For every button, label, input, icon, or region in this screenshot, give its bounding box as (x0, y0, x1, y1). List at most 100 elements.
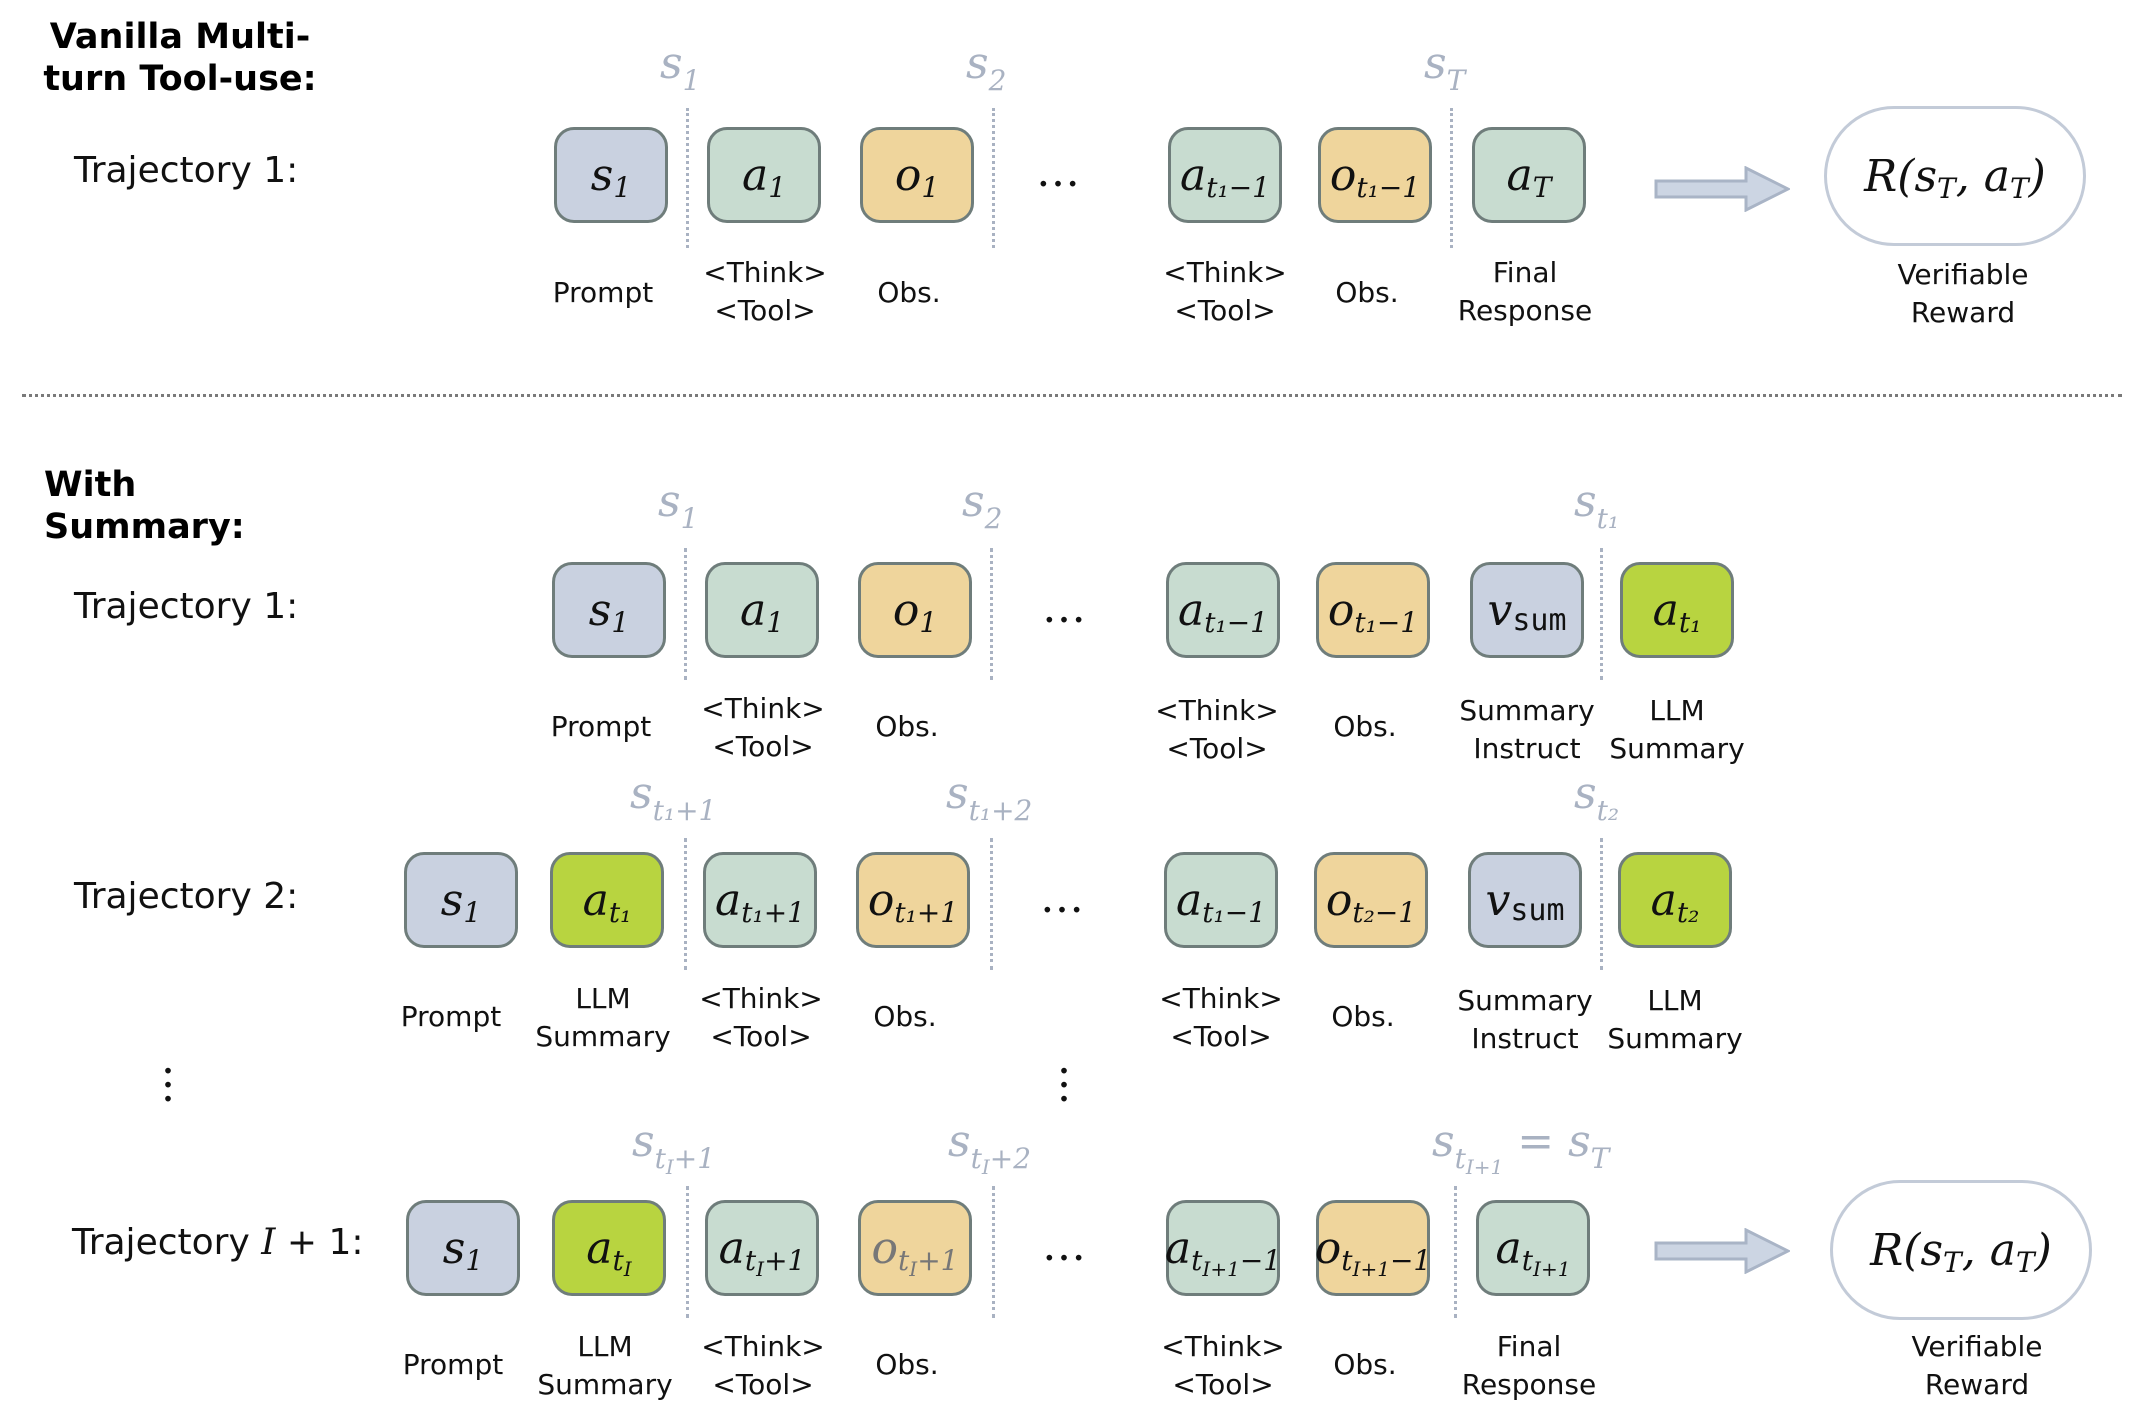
summary-trajectory-1-label: Trajectory 1: (74, 586, 299, 627)
state-label-s1: s1 (660, 38, 701, 97)
state-boundary (990, 548, 993, 680)
arrow-right-icon (1654, 166, 1790, 212)
ellipsis: … (1042, 582, 1092, 633)
caption-think-tool: <Think><Tool> (1155, 694, 1279, 765)
state-boundary-T (1450, 108, 1453, 248)
vertical-ellipsis-left: ... (161, 1033, 175, 1112)
caption-prompt: Prompt (400, 1000, 502, 1033)
caption-think-tool: <Think><Tool> (701, 692, 825, 763)
caption-obs: Obs. (875, 1348, 939, 1381)
state-boundary (1600, 838, 1603, 970)
caption-obs: Obs. (875, 710, 939, 743)
state-label-s2: s2 (962, 476, 1003, 535)
arrow-right-icon (1654, 1228, 1790, 1274)
summary-trajectory-I-plus-1-label: Trajectory I + 1: (72, 1222, 364, 1263)
caption-think-tool: <Think><Tool> (1161, 1330, 1285, 1401)
ellipsis: … (1042, 1220, 1092, 1271)
summary-section-title: With Summary: (44, 465, 245, 547)
section-divider (22, 394, 2122, 397)
caption-think-tool: <Think><Tool> (1159, 982, 1283, 1053)
state-label-s1: s1 (658, 476, 699, 535)
caption-obs: Obs. (873, 1000, 937, 1033)
summary-trajectory-2-label: Trajectory 2: (74, 876, 299, 917)
caption-prompt: Prompt (402, 1348, 504, 1381)
state-boundary (684, 838, 687, 970)
vertical-ellipsis-middle: ... (1057, 1033, 1071, 1112)
state-boundary-2 (992, 108, 995, 248)
caption-prompt: Prompt (552, 276, 654, 309)
caption-obs: Obs. (1335, 276, 1399, 309)
ellipsis: … (1036, 146, 1086, 197)
caption-prompt: Prompt (550, 710, 652, 743)
caption-obs: Obs. (1333, 710, 1397, 743)
ellipsis: … (1040, 872, 1090, 923)
state-label-s-t1-plus-2: st₁+2 (946, 768, 1033, 827)
state-label-s-tI1-equals-sT: stI+1 = sT (1432, 1116, 1610, 1179)
caption-think-tool: <Think><Tool> (703, 256, 827, 327)
caption-obs: Obs. (1331, 1000, 1395, 1033)
state-label-s-tI-plus-1: stI+1 (632, 1116, 716, 1179)
state-label-s-t1: st₁ (1574, 476, 1620, 535)
state-label-s-tI-plus-2: stI+2 (948, 1116, 1032, 1179)
state-label-sT: sT (1424, 38, 1466, 97)
caption-think-tool: <Think><Tool> (699, 982, 823, 1053)
caption-obs: Obs. (1333, 1348, 1397, 1381)
state-boundary (1600, 548, 1603, 680)
state-boundary-1 (686, 108, 689, 248)
vanilla-trajectory-1-label: Trajectory 1: (74, 150, 299, 191)
caption-think-tool: <Think><Tool> (701, 1330, 825, 1401)
vanilla-section-title: Vanilla Multi-turn Tool-use: (43, 17, 317, 99)
caption-obs: Obs. (877, 276, 941, 309)
state-boundary (992, 1186, 995, 1318)
state-label-s-t1-plus-1: st₁+1 (630, 768, 717, 827)
state-label-s2: s2 (966, 38, 1007, 97)
state-boundary (1454, 1186, 1457, 1318)
caption-think-tool: <Think><Tool> (1163, 256, 1287, 327)
state-boundary (684, 548, 687, 680)
state-boundary (990, 838, 993, 970)
state-boundary (686, 1186, 689, 1318)
state-label-s-t2: st₂ (1574, 768, 1620, 827)
